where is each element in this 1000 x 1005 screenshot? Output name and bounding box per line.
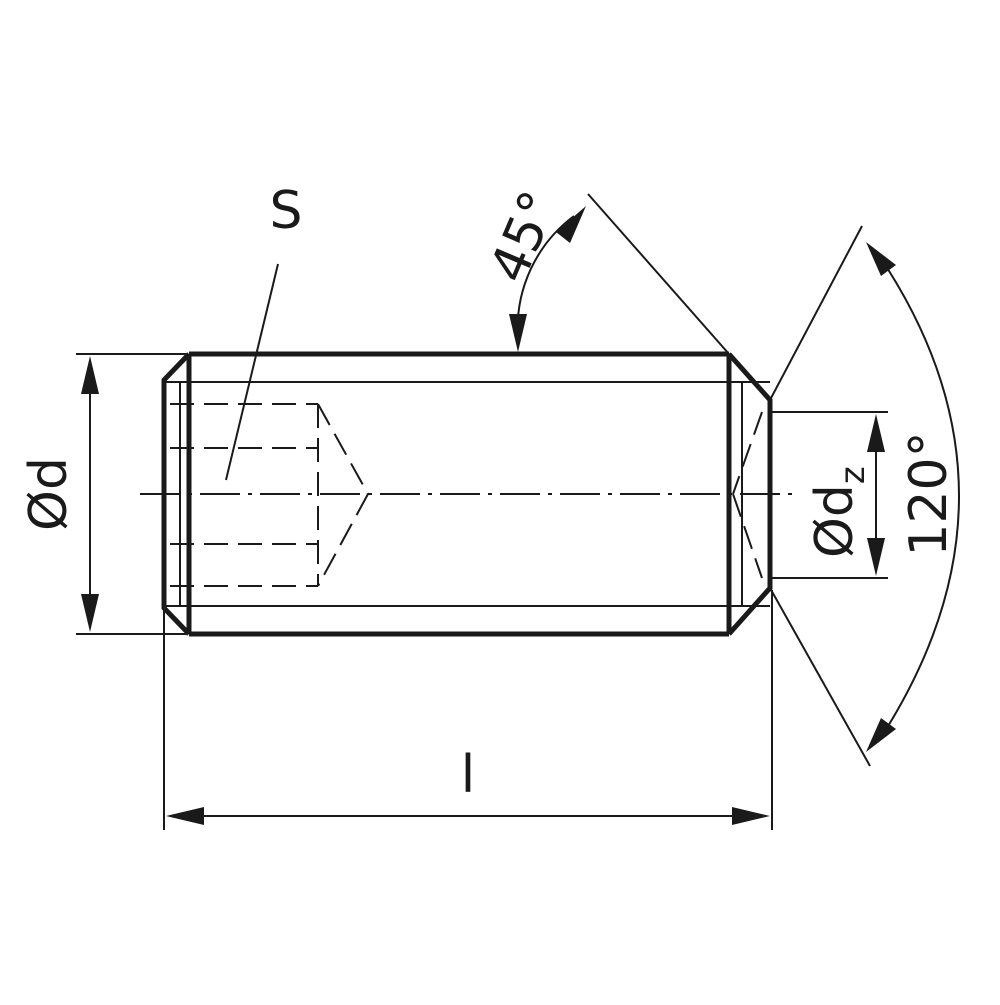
arrow-topleft-icon <box>866 242 896 276</box>
socket-cone-top <box>317 403 369 495</box>
extension-point-bottom <box>769 587 871 767</box>
arc-120 <box>877 253 960 743</box>
dimension-diameter-d: Ød <box>19 353 186 635</box>
arrow-left-icon <box>166 807 204 825</box>
dimension-diameter-dz: Ødz <box>772 411 888 579</box>
arrow-bottomleft-icon <box>866 718 896 752</box>
socket-size-callout: S <box>225 181 303 481</box>
extension-point-top <box>769 225 863 401</box>
label-diameter-d: Ød <box>19 457 79 531</box>
left-end-chamfer <box>161 352 191 636</box>
label-length: l <box>461 745 475 805</box>
screw-body <box>161 351 773 637</box>
arrow-down-icon <box>509 314 527 352</box>
point-hidden-top <box>732 411 763 495</box>
arrow-upright-icon <box>556 206 586 243</box>
label-socket-s: S <box>269 181 302 241</box>
thread-lines <box>164 381 770 607</box>
socket-cone-bottom <box>317 493 369 587</box>
arrow-down-icon <box>81 594 99 632</box>
label-angle-120: 120° <box>899 431 959 556</box>
label-diameter-dz-sub: z <box>833 466 873 484</box>
point-hidden-bottom <box>732 493 763 579</box>
arrow-right-icon <box>732 807 770 825</box>
point-hidden <box>732 411 763 579</box>
dimension-length: l <box>163 590 773 830</box>
right-end-chamfer <box>727 352 773 636</box>
label-diameter-dz-main: Ød <box>805 484 865 558</box>
arrow-down-icon <box>867 538 885 576</box>
extension-chamfer-45 <box>587 193 730 355</box>
arrow-up-icon <box>867 414 885 452</box>
leader-line-s <box>225 263 279 481</box>
dimension-angle-45: 45° <box>479 183 730 355</box>
dimension-angle-120: 120° <box>769 225 960 767</box>
label-angle-45: 45° <box>479 183 570 291</box>
arrow-up-icon <box>81 356 99 394</box>
label-diameter-dz: Ødz <box>805 466 873 558</box>
